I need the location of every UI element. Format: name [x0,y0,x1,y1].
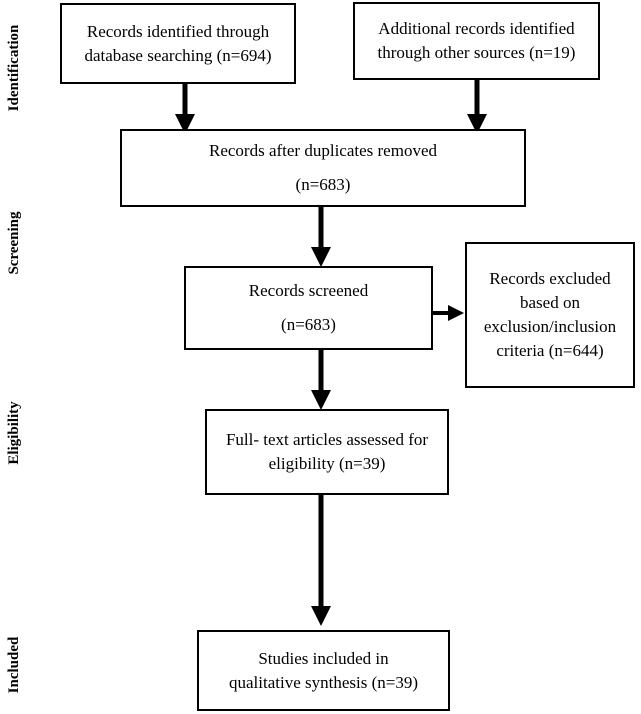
box-included-line2: qualitative synthesis (n=39) [228,672,418,692]
box-excluded-line1: Records excluded [489,269,611,288]
box-screened-line1: Records screened [248,281,369,300]
box-screened-line2: (n=683) [281,315,336,334]
box-included-line1: Studies included in [258,648,389,668]
box-database-search: Records identified through database sear… [60,3,296,84]
box-other-line2: through other sources (n=19) [377,43,576,62]
box-duplicates-removed: Records after duplicates removed (n=683) [120,129,526,207]
box-other-line1: Additional records identified [378,19,575,38]
box-excluded-line2: based on [520,293,580,312]
box-records-excluded: Records excluded based on exclusion/incl… [465,242,635,388]
box-fulltext-assessed: Full- text articles assessed for eligibi… [205,409,449,495]
box-fulltext-line2: eligibility (n=39) [268,454,386,473]
box-excluded-line3: exclusion/inclusion [483,317,617,336]
box-records-screened: Records screened (n=683) [184,266,433,350]
box-fulltext-line1: Full- text articles assessed for [225,430,429,449]
box-excluded-line4: criteria (n=644) [496,341,604,360]
box-other-sources: Additional records identified through ot… [353,2,600,80]
box-database-line1: Records identified through [86,21,270,41]
box-duplicates-line2: (n=683) [295,175,351,194]
box-studies-included: Studies included in qualitative synthesi… [197,630,450,711]
box-database-line2: database searching (n=694) [84,45,272,65]
box-duplicates-line1: Records after duplicates removed [209,141,437,160]
